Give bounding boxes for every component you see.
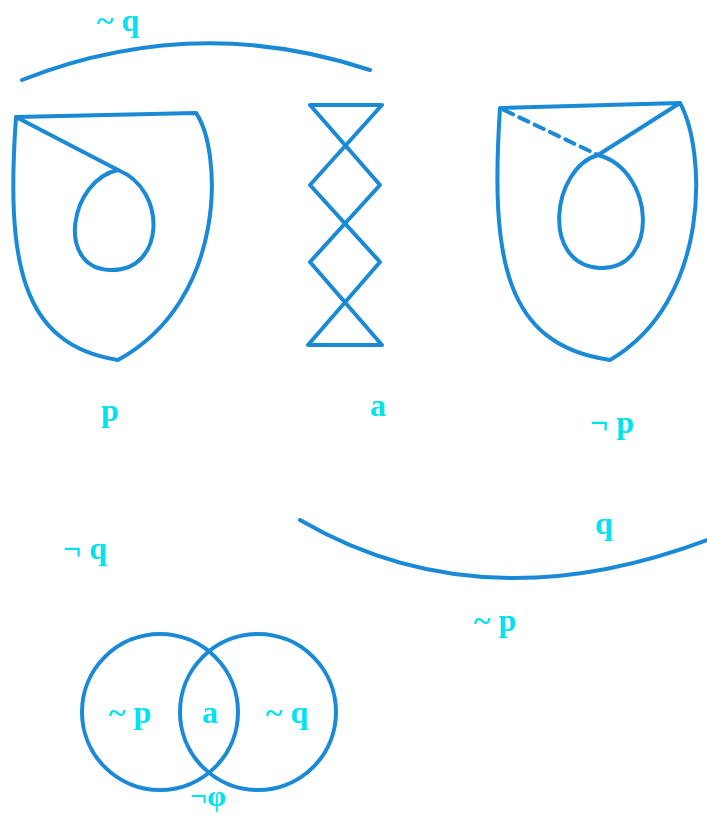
formula-label: p bbox=[101, 394, 119, 426]
formula-label: ~ p bbox=[474, 604, 516, 636]
formula-label: a bbox=[370, 389, 386, 421]
right-curl-figure bbox=[497, 103, 696, 360]
circle-label: ~ p bbox=[109, 696, 151, 728]
right-curl-stroke bbox=[598, 103, 680, 155]
circle-outline-path bbox=[82, 634, 238, 790]
left-curl-stroke bbox=[16, 117, 118, 170]
left-curl-figure bbox=[13, 113, 212, 360]
formula-label: q bbox=[595, 507, 613, 539]
bottom-arc bbox=[300, 520, 707, 578]
circle-outline-path bbox=[180, 634, 336, 790]
formula-label: ¬φ bbox=[190, 781, 226, 811]
formula-label: ¬ p bbox=[590, 406, 634, 438]
circle-label: ~ q bbox=[266, 696, 308, 728]
formula-label: ¬ q bbox=[63, 532, 107, 564]
left-curl-loop bbox=[75, 170, 154, 270]
zigzag-chain bbox=[308, 105, 382, 345]
right-curl-loop bbox=[559, 155, 643, 268]
formula-label: a bbox=[202, 696, 218, 728]
top-arc bbox=[22, 43, 370, 80]
formula-label: ~ q bbox=[97, 4, 139, 36]
right-curl-dashed bbox=[504, 110, 598, 155]
